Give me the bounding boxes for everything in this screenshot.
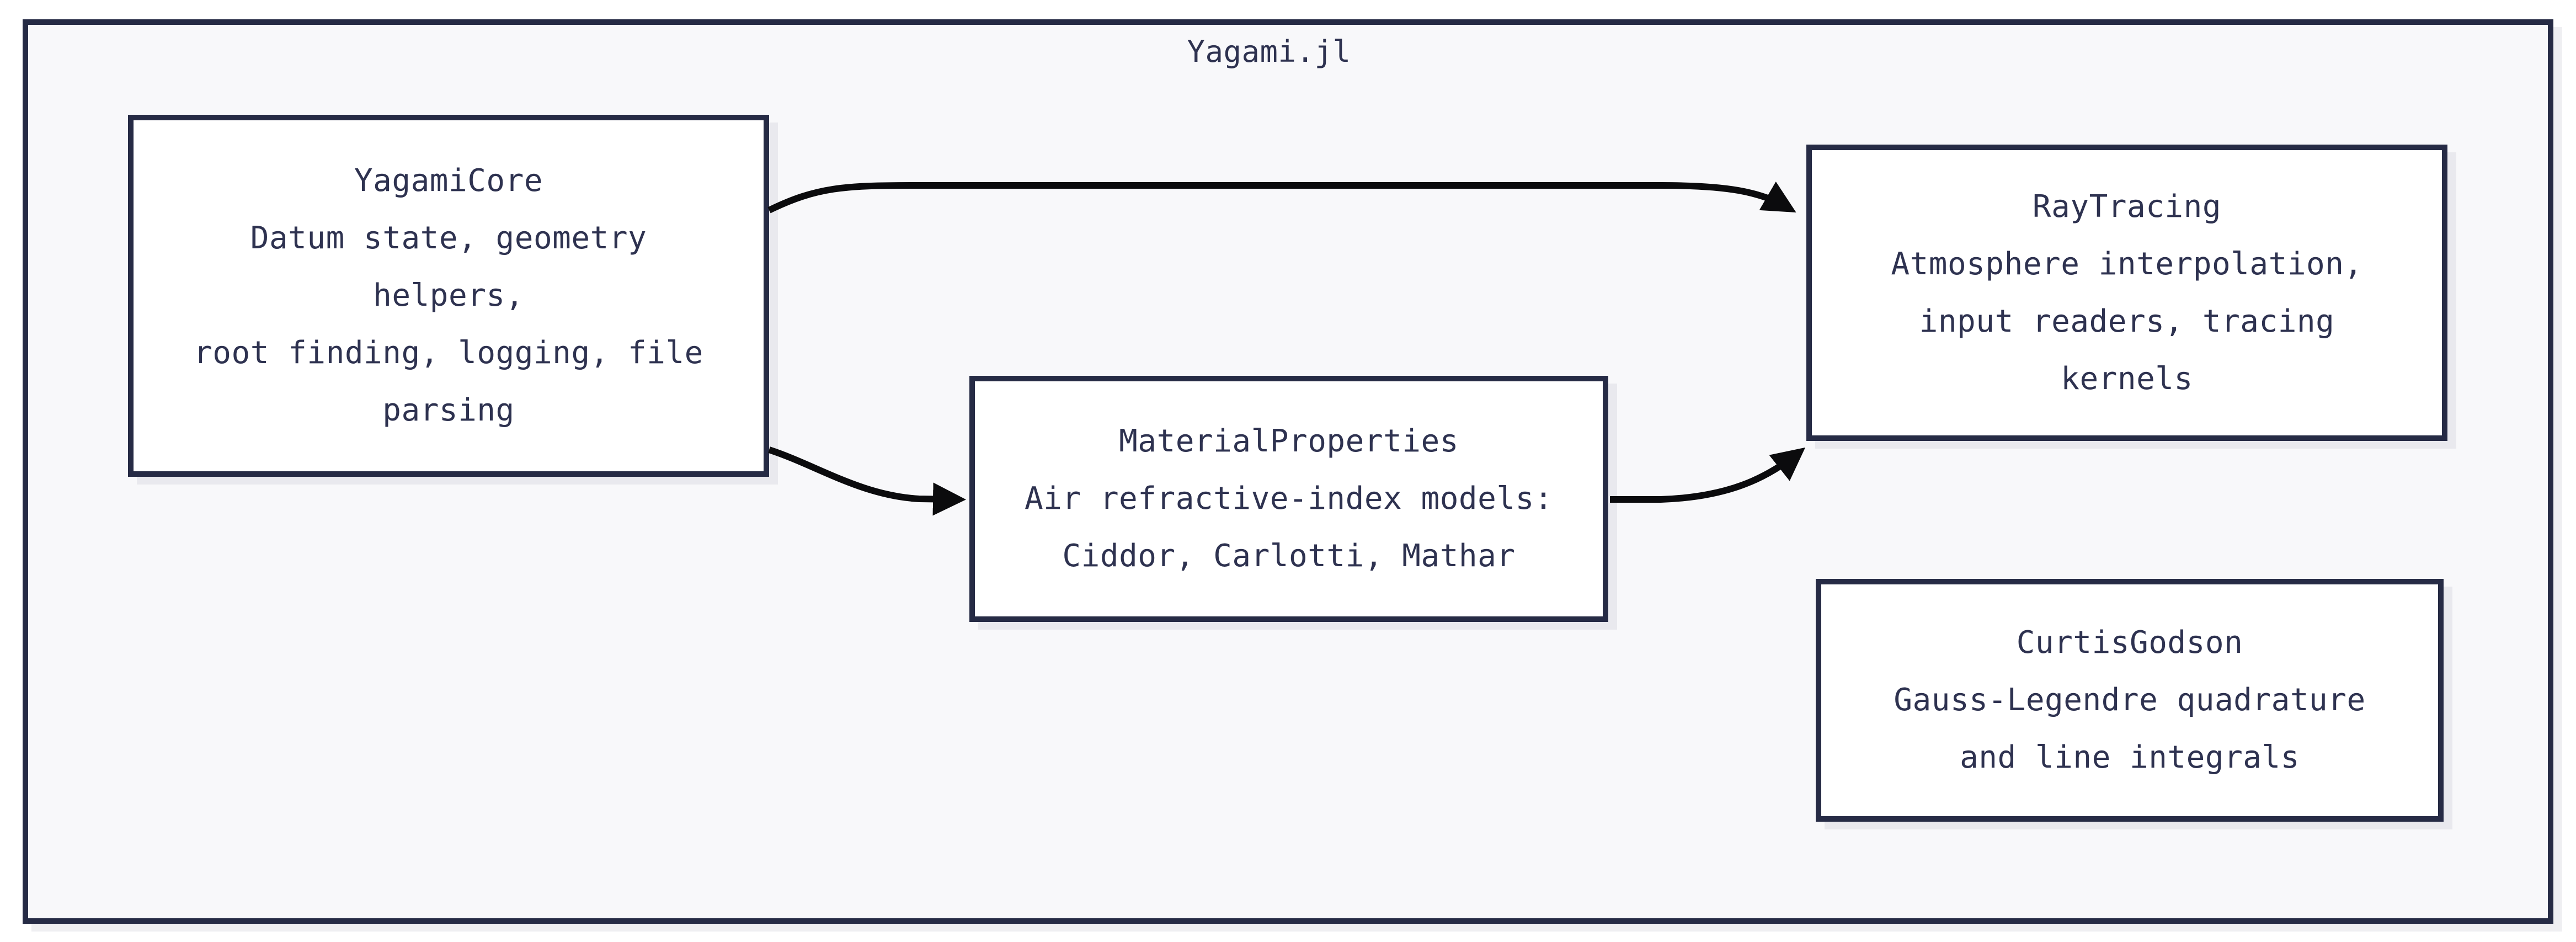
node-text-line: kernels [2061,360,2193,397]
node-text-line: input readers, tracing [1919,303,2335,339]
node-text-line: Atmosphere interpolation, [1891,246,2363,282]
node-text-line: RayTracing [2032,188,2222,225]
node-text-line: helpers, [373,278,524,313]
node-text-line: YagamiCore [354,163,543,199]
diagram-title: Yagami.jl [1187,34,1351,69]
node-text-line: and line integrals [1960,739,2300,775]
node-text-line: CurtisGodson [2016,625,2243,661]
node-text-line: Ciddor, Carlotti, Mathar [1062,538,1516,574]
node-text-line: parsing [382,392,515,428]
node-text-line: Gauss-Legendre quadrature [1894,682,2366,718]
node-text-line: MaterialProperties [1119,423,1459,459]
node-text-line: root finding, logging, file [194,335,703,371]
node-text-line: Air refractive-index models: [1024,481,1553,517]
node-text-line: Datum state, geometry [250,220,647,256]
